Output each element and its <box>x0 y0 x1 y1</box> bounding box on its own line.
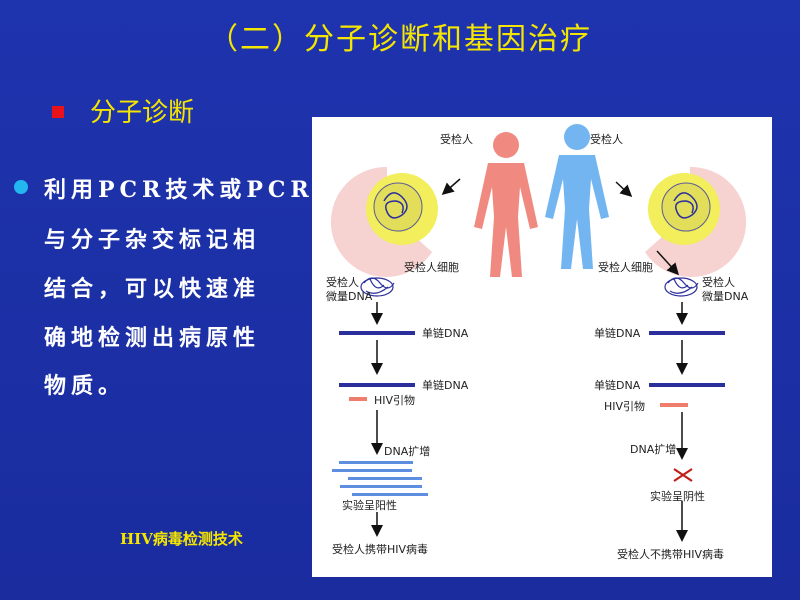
body-line-3: 结合，可以快速准 <box>44 276 261 302</box>
label-right-result: 实验呈阴性 <box>650 490 705 503</box>
label-left-cell: 受检人细胞 <box>404 261 459 274</box>
label-left-amplify: DNA扩增 <box>384 445 431 458</box>
label-left-conclusion: 受检人携带HIV病毒 <box>332 543 429 556</box>
right-primer-bar <box>660 403 688 407</box>
label-right-ssdna-2: 单链DNA <box>594 379 641 392</box>
left-micro-dna-icon <box>360 277 395 297</box>
label-left-ssdna-2: 单链DNA <box>422 379 469 392</box>
body-line-2: 与分子杂交标记相 <box>44 227 261 253</box>
label-right-primer: HIV引物 <box>604 400 646 413</box>
left-person-figure <box>474 132 538 277</box>
figure-caption: HIV病毒检测技术 <box>120 530 243 548</box>
label-right-micro-dna-1: 受检人 <box>702 276 735 289</box>
blue-dot-bullet-icon <box>14 180 28 194</box>
arrow-person-to-right-cell <box>615 181 633 198</box>
right-ssdna-bar-2 <box>649 383 725 387</box>
left-primer-bar <box>349 397 367 401</box>
body-line-4: 确地检测出病原性 <box>44 325 261 351</box>
right-person-figure <box>545 124 609 269</box>
label-right-ssdna-1: 单链DNA <box>594 327 641 340</box>
subheading: 分子诊断 <box>90 98 195 128</box>
label-right-person: 受检人 <box>590 133 623 146</box>
label-left-result: 实验呈阳性 <box>342 499 397 512</box>
amplified-dna-bars <box>332 461 428 496</box>
label-right-conclusion: 受检人不携带HIV病毒 <box>617 548 725 561</box>
no-amplification-x-icon <box>673 468 693 482</box>
right-ssdna-bar-1 <box>649 331 725 335</box>
label-left-micro-dna-2: 微量DNA <box>326 290 373 303</box>
slide-title: （二）分子诊断和基因治疗 <box>208 22 592 57</box>
body-line-1: 利用PCR技术或PCR <box>44 177 314 203</box>
arrow-person-to-left-cell <box>441 178 461 195</box>
label-right-cell: 受检人细胞 <box>598 261 653 274</box>
right-micro-dna-icon <box>664 277 699 297</box>
left-ssdna-bar-1 <box>339 331 415 335</box>
hiv-detection-diagram: 受检人 受检人 受检人细胞 受检人细胞 受检人 微量DNA 受检人 微量DNA … <box>312 117 772 577</box>
arrow-right-cell-to-dna <box>656 250 680 276</box>
label-left-ssdna-1: 单链DNA <box>422 327 469 340</box>
body-line-5: 物质。 <box>44 373 126 399</box>
left-cell-icon <box>330 166 438 277</box>
label-left-primer: HIV引物 <box>374 394 416 407</box>
label-left-micro-dna-1: 受检人 <box>326 276 359 289</box>
label-right-amplify: DNA扩增 <box>630 443 677 456</box>
diagram-graphics <box>330 124 747 542</box>
label-right-micro-dna-2: 微量DNA <box>702 290 749 303</box>
right-cell-icon <box>645 166 747 277</box>
red-square-bullet-icon <box>52 106 64 118</box>
left-ssdna-bar-2 <box>339 383 415 387</box>
label-left-person: 受检人 <box>440 133 473 146</box>
